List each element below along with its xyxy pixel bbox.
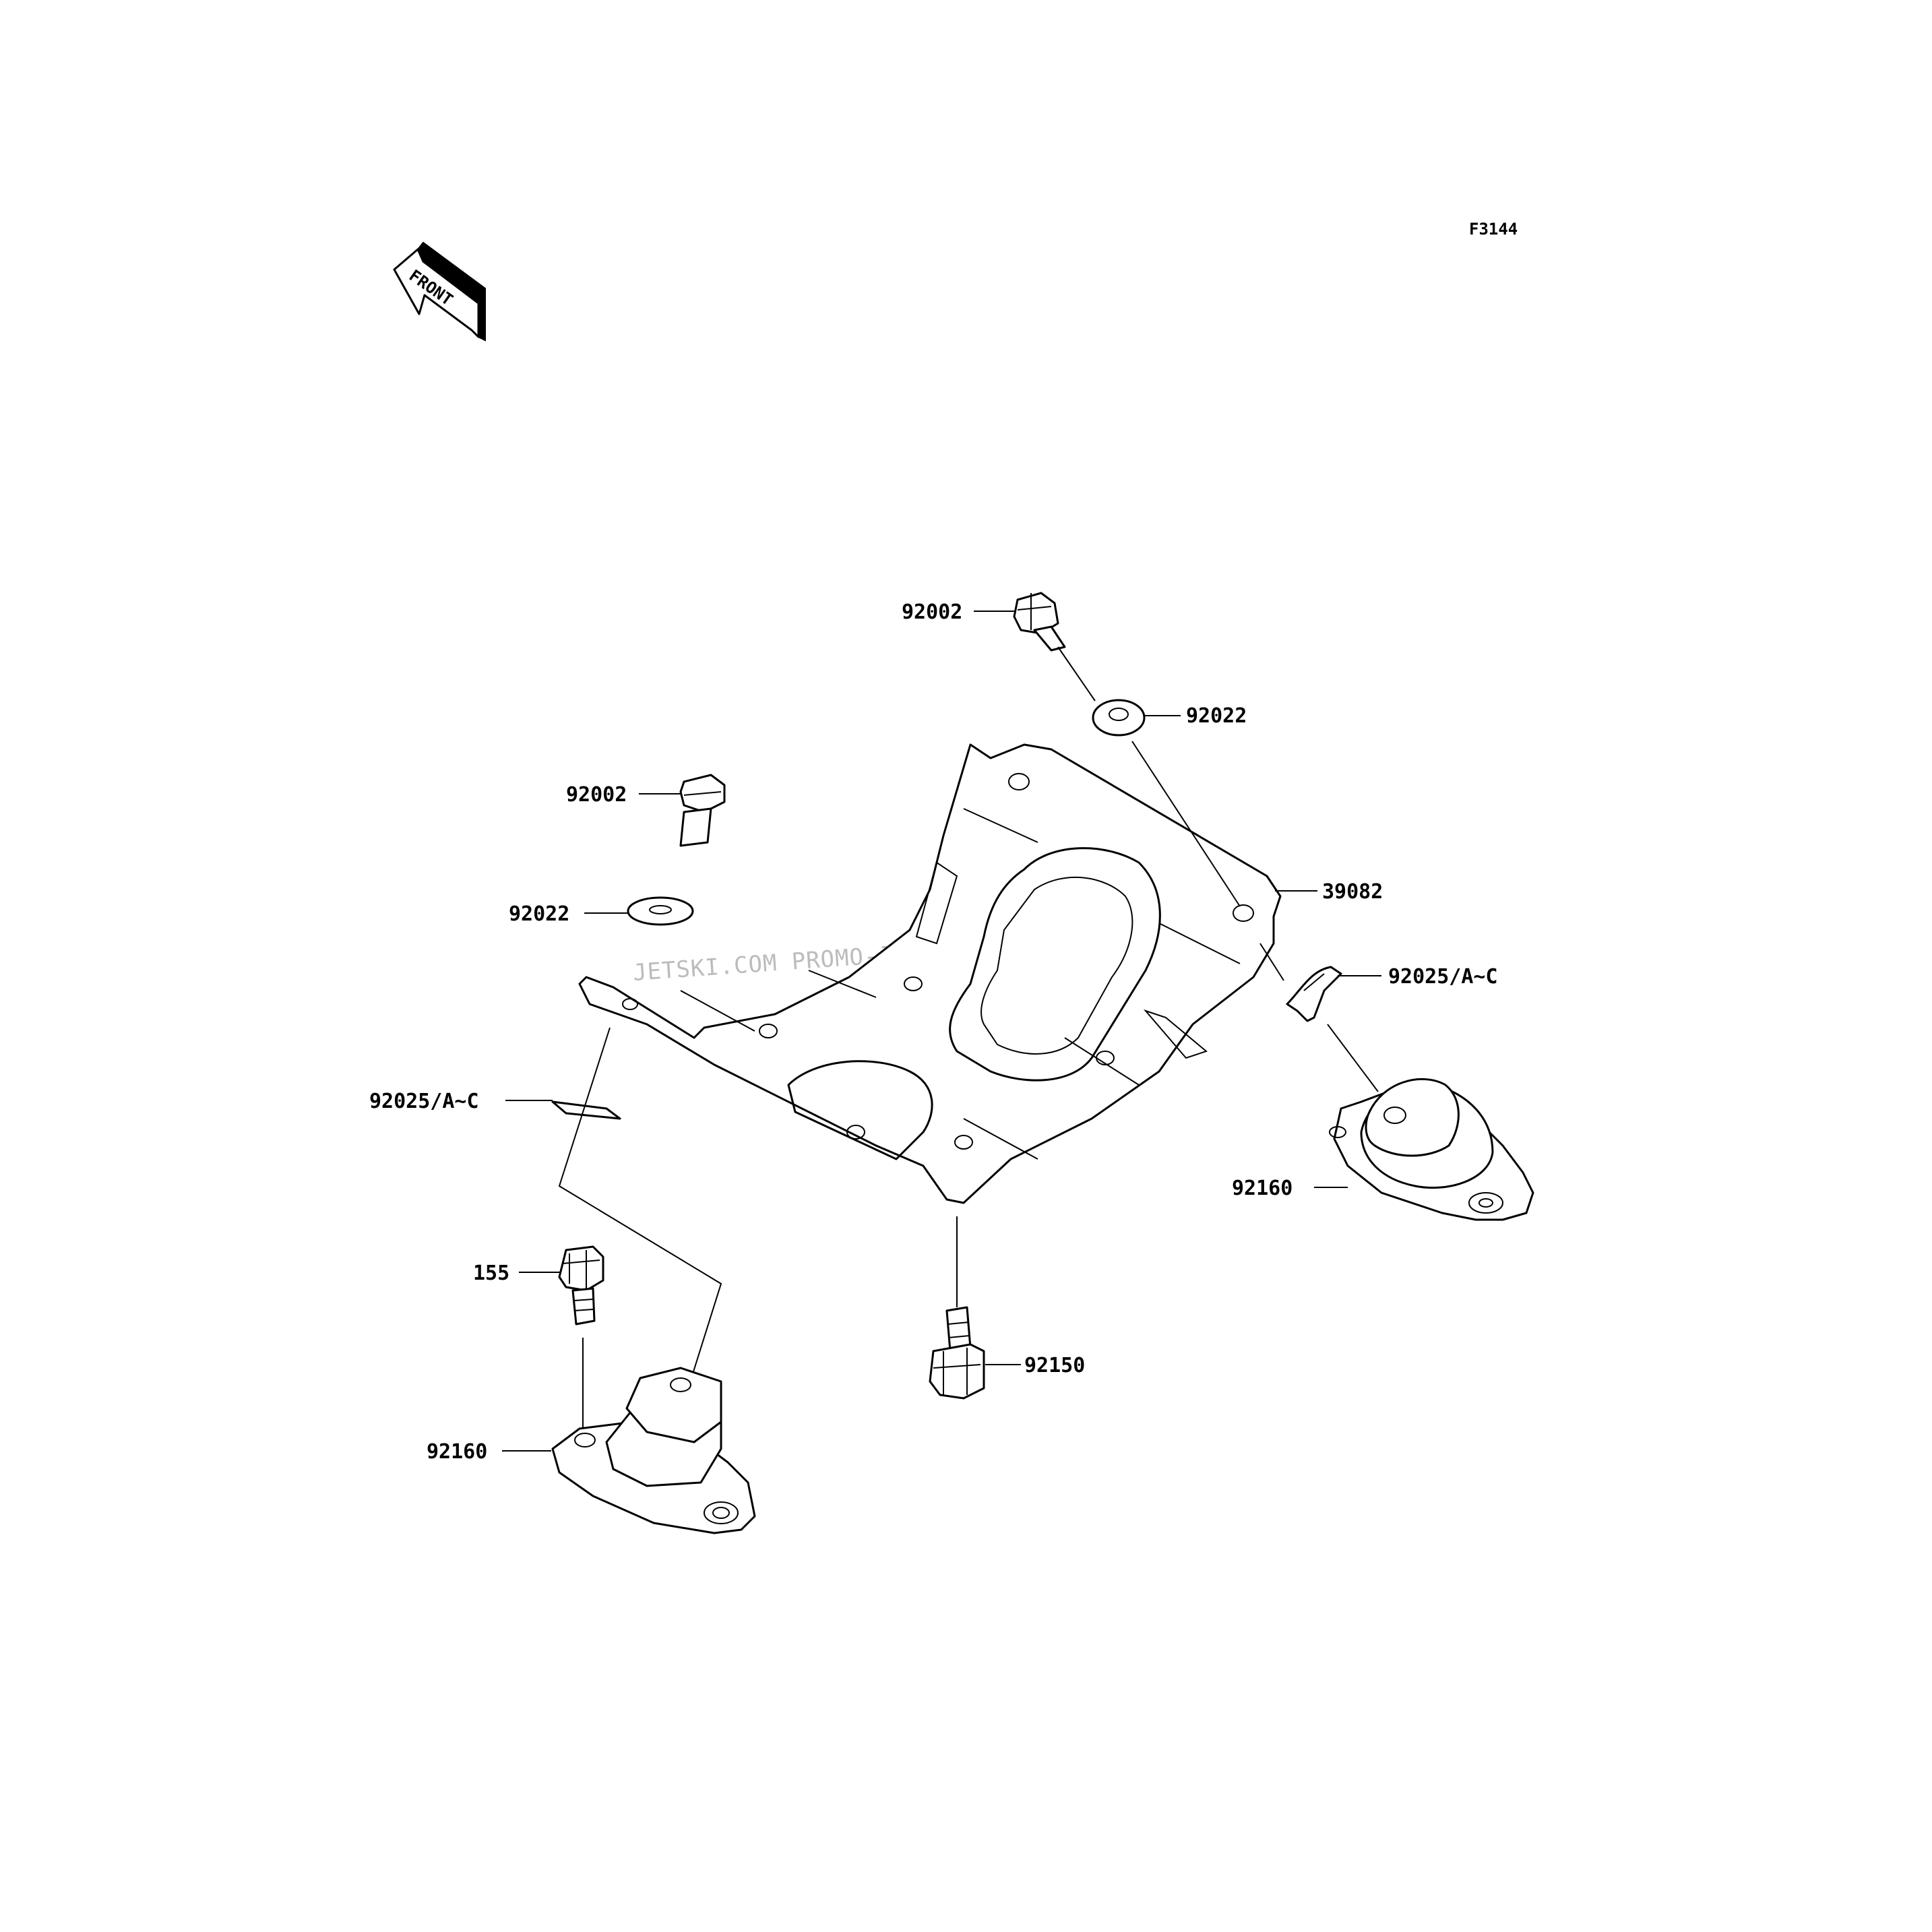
shim-right (1286, 966, 1342, 1022)
callout-washer-top: 92022 (1186, 704, 1247, 728)
callout-bolt-bottom-center: 92150 (1024, 1354, 1085, 1377)
callout-mount-right: 92160 (1232, 1177, 1292, 1200)
washer-top (1092, 699, 1146, 737)
bolt-bottom-center (929, 1306, 985, 1400)
callout-bolt-bottom-left: 155 (473, 1261, 509, 1285)
callout-mount-left: 92160 (427, 1440, 487, 1464)
bolt-top (1013, 592, 1066, 652)
bed-plate (578, 743, 1282, 1204)
front-arrow-icon: FRONT (393, 241, 486, 342)
callout-shim-right: 92025/A~C (1388, 965, 1498, 989)
shim-left (551, 1100, 621, 1120)
bolt-bottom-left (558, 1245, 604, 1326)
callout-bolt-left: 92002 (566, 783, 627, 807)
mount-right (1329, 1078, 1534, 1221)
callout-bolt-top: 92002 (902, 600, 962, 624)
figure-code: F3144 (1469, 220, 1518, 239)
callout-washer-left: 92022 (509, 902, 569, 926)
washer-left (627, 896, 694, 926)
mount-left (551, 1367, 756, 1534)
callout-shim-left: 92025/A~C (369, 1090, 479, 1113)
bolt-left (679, 774, 726, 847)
callout-bed-plate: 39082 (1322, 880, 1383, 904)
